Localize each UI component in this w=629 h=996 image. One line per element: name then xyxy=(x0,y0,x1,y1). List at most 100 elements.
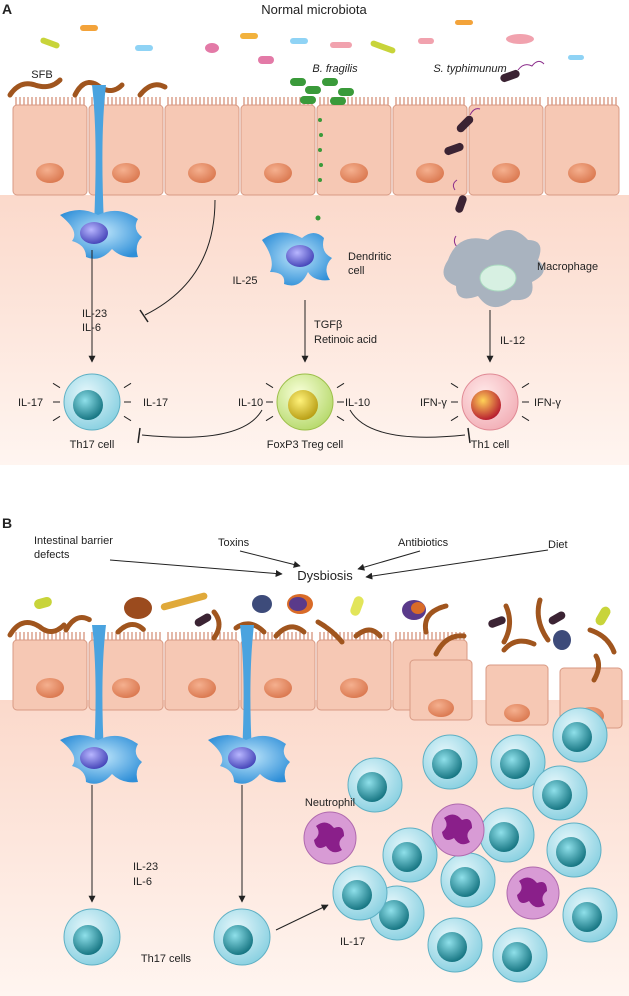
microvilli xyxy=(167,97,237,105)
panel-a: A Normal microbiota xyxy=(0,1,629,957)
epithelial-cell xyxy=(240,104,316,196)
epithelial-cell xyxy=(316,639,392,711)
cytokine-tick xyxy=(521,415,530,422)
il17-label-b: IL-17 xyxy=(340,936,365,948)
th17-cell-b2 xyxy=(213,908,271,966)
epithelial-cell xyxy=(12,639,88,711)
epithelial-cell xyxy=(316,104,392,196)
epithelial-nucleus xyxy=(36,678,64,698)
epithelial-nucleus xyxy=(112,678,140,698)
epithelial-nucleus xyxy=(340,678,368,698)
damaged-epithelial-cell xyxy=(409,659,473,721)
epithelial-nucleus xyxy=(264,163,292,183)
epithelial-nucleus xyxy=(568,163,596,183)
epithelial-nucleus xyxy=(36,163,64,183)
cytokine-tick xyxy=(521,382,530,389)
panel-a-title: Normal microbiota xyxy=(261,2,367,17)
il25-label: IL-25 xyxy=(232,275,257,287)
th17-infiltrate xyxy=(332,707,618,983)
cytokine-tick xyxy=(450,415,459,422)
epithelial-cell xyxy=(12,104,88,196)
il12-label: IL-12 xyxy=(500,335,525,347)
il23-label-a: IL-23 xyxy=(82,308,107,320)
b-fragilis-bacteria xyxy=(290,78,354,221)
il10-inhibit-th1 xyxy=(349,409,466,438)
dysbiosis-label: Dysbiosis xyxy=(297,568,353,583)
th17-cell xyxy=(492,927,548,983)
th17-cell xyxy=(332,865,388,921)
sfb-label: SFB xyxy=(31,69,52,81)
macrophage-label: Macrophage xyxy=(537,261,598,273)
dendritic-label: Dendritic xyxy=(348,251,392,263)
neutrophil-2 xyxy=(431,803,485,857)
cytokine-tick xyxy=(336,415,345,422)
epithelial-nucleus xyxy=(416,163,444,183)
microvilli xyxy=(15,632,85,640)
microvilli xyxy=(167,632,237,640)
sfb-bacteria xyxy=(7,77,168,98)
cytokine-tick xyxy=(265,415,274,422)
epithelial-nucleus xyxy=(188,678,216,698)
epithelial-cell xyxy=(468,104,544,196)
il17-left-label: IL-17 xyxy=(18,397,43,409)
epithelial-cell xyxy=(164,639,240,711)
epithelial-cell xyxy=(88,104,164,196)
th17-cell xyxy=(382,827,438,883)
cytokine-tick xyxy=(52,415,61,422)
th1-cell-label: Th1 cell xyxy=(471,439,510,451)
il6-label-b: IL-6 xyxy=(133,876,152,888)
th17-cell xyxy=(552,707,608,763)
th17-cells-label: Th17 cells xyxy=(141,953,192,965)
macrophage xyxy=(443,230,544,308)
th1-cell xyxy=(461,373,519,431)
cytokine-tick xyxy=(123,382,132,389)
s-typhimurium-label: S. typhimunum xyxy=(433,63,506,75)
ifng-right-label: IFN-γ xyxy=(534,397,561,409)
th17-cell xyxy=(427,917,483,973)
dendritic-cell-sampling-b1 xyxy=(60,625,142,784)
treg-cell-label: FoxP3 Treg cell xyxy=(267,439,343,451)
th17-cell xyxy=(490,734,546,790)
epithelial-cell xyxy=(544,104,620,196)
epithelial-nucleus xyxy=(264,678,292,698)
neutrophil-3 xyxy=(506,866,560,920)
cytokine-tick xyxy=(123,415,132,422)
ifng-left-label: IFN-γ xyxy=(420,397,447,409)
cytokine-tick xyxy=(336,382,345,389)
th17-cell xyxy=(347,757,403,813)
dendritic-label-2: cell xyxy=(348,265,365,277)
th17-cell xyxy=(440,852,496,908)
microvilli xyxy=(15,97,85,105)
sfb-bacteria-b xyxy=(7,597,617,683)
th17-cell-label: Th17 cell xyxy=(70,439,115,451)
th17-cell xyxy=(532,765,588,821)
il10-inhibit-th17 xyxy=(141,409,263,438)
epithelial-nucleus xyxy=(340,163,368,183)
epithelial-cell xyxy=(392,104,468,196)
barrier-label: Intestinal barrier xyxy=(34,535,113,547)
cytokine-tick xyxy=(265,382,274,389)
epithelial-nucleus xyxy=(492,163,520,183)
il25-inhibition xyxy=(144,199,216,316)
th17-cell xyxy=(422,734,478,790)
dendritic-cell-a xyxy=(262,232,332,286)
epithelial-cell xyxy=(164,104,240,196)
treg-cell xyxy=(276,373,334,431)
epithelial-nucleus xyxy=(112,163,140,183)
lumen-bacteria xyxy=(40,20,584,64)
microvilli xyxy=(471,97,541,105)
panel-a-letter: A xyxy=(2,1,12,17)
il17-right-label: IL-17 xyxy=(143,397,168,409)
retinoic-acid-label: Retinoic acid xyxy=(314,334,377,346)
cytokine-tick xyxy=(52,382,61,389)
epithelial-cell xyxy=(88,639,164,711)
th17-cell xyxy=(562,887,618,943)
tgfb-label: TGFβ xyxy=(314,319,342,331)
epithelium-a xyxy=(12,97,620,196)
microvilli xyxy=(395,97,465,105)
th17-cell xyxy=(479,807,535,863)
b-fragilis-label: B. fragilis xyxy=(312,63,358,75)
dendritic-cell-sampling-b2 xyxy=(208,625,290,784)
panel-b: B Intestinal barrier defects Toxins Anti… xyxy=(0,515,629,996)
